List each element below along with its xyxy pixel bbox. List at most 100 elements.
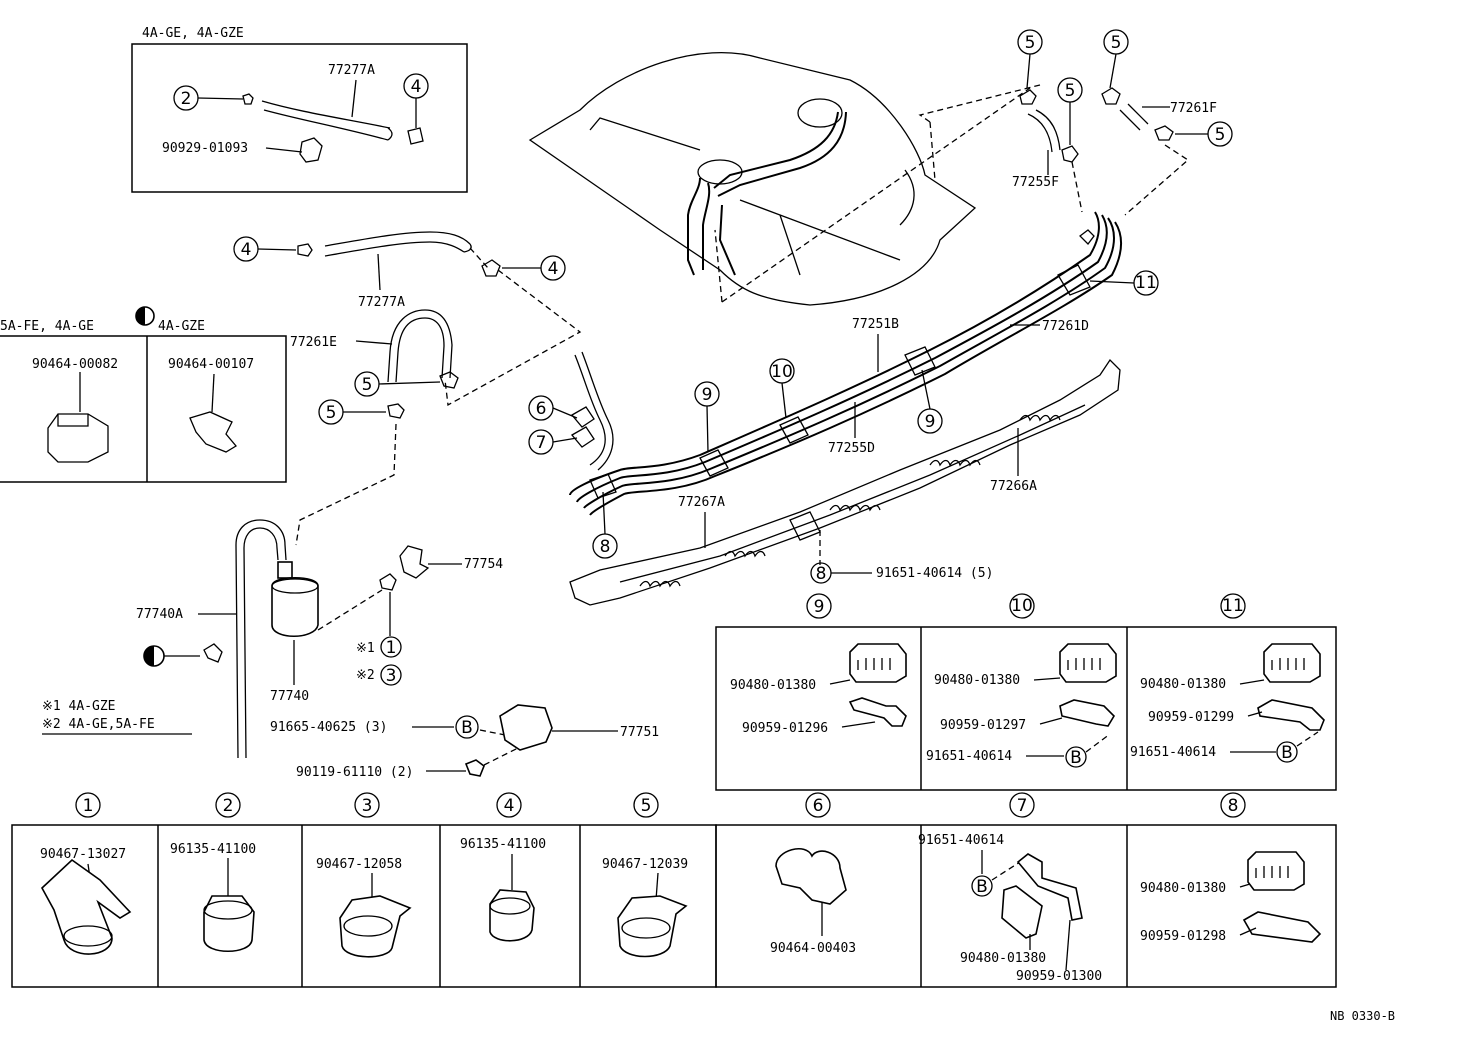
box-8: 8 90480-01380 90959-01298 (1140, 792, 1322, 944)
callout-4-b: 4 (502, 255, 566, 281)
band-clip-icon (299, 137, 323, 163)
tube-255d-label: 77255D (828, 441, 875, 456)
tube-protector (569, 358, 1121, 606)
clip-icon (203, 643, 223, 663)
box-5: 5 90467-12039 (602, 792, 688, 958)
left-clip-box: 5A-FE, 4A-GE 4A-GZE 90464-00082 90464-00… (0, 306, 287, 483)
svg-text:7: 7 (1017, 796, 1028, 816)
svg-text:5: 5 (1065, 81, 1076, 101)
note-1: ※1 4A-GZE (42, 699, 116, 714)
clamp-10 (779, 416, 809, 444)
svg-text:5: 5 (1025, 33, 1036, 53)
hose-upper-label: 77277A (358, 295, 405, 310)
spring-clamp-icon (489, 889, 535, 942)
box-9: 9 90480-01380 90959-01296 (730, 593, 907, 736)
bracket-icon (1016, 853, 1083, 921)
bracket-icon (499, 704, 553, 751)
note-2: ※2 4A-GE,5A-FE (42, 717, 155, 732)
svg-text:90480-01380: 90480-01380 (1140, 677, 1226, 692)
callout-3: 3 (380, 664, 402, 686)
bolt-b-label: 91665-40625 (3) (270, 720, 387, 735)
svg-text:9: 9 (925, 412, 936, 432)
hose-754-icon (399, 545, 430, 579)
svg-text:90959-01299: 90959-01299 (1148, 710, 1234, 725)
header-box-title: 4A-GE, 4A-GZE (142, 26, 244, 41)
svg-text:4: 4 (241, 240, 252, 260)
bracket-assembly: 91665-40625 (3) B 77751 90119-61110 (2) (270, 704, 659, 780)
mark1-label: ※1 (356, 641, 375, 656)
right-boxes: 9 90480-01380 90959-01296 10 90480-01380… (715, 593, 1337, 791)
hose-header-top (261, 100, 391, 129)
svg-text:B: B (461, 718, 473, 738)
callout-8-b: 8 (810, 562, 872, 584)
pipe-740a-label: 77740A (136, 607, 183, 622)
mark2-label: ※2 (356, 668, 375, 683)
footer-code: NB 0330-B (1330, 1009, 1395, 1023)
callout-5-e: 5 (354, 371, 441, 397)
double-clip-icon (775, 847, 847, 905)
svg-text:91651-40614: 91651-40614 (918, 833, 1004, 848)
svg-text:6: 6 (813, 796, 824, 816)
hose-f-label: 77261F (1170, 101, 1217, 116)
svg-text:7: 7 (536, 433, 547, 453)
callout-4-header: 4 (403, 73, 429, 128)
box-2: 2 96135-41100 (170, 792, 256, 952)
bracket-icon (1059, 699, 1116, 727)
protector-267a-label: 77267A (678, 495, 725, 510)
bracket-icon (1242, 911, 1322, 943)
clamp-11 (1057, 264, 1091, 296)
box-1: 1 90467-13027 (40, 792, 132, 955)
box-10: 10 90480-01380 90959-01297 91651-40614 B (926, 593, 1117, 768)
tube-261d-label: 77261D (1042, 319, 1089, 334)
bracket-label: 77751 (620, 725, 659, 740)
svg-text:90467-12058: 90467-12058 (316, 857, 402, 872)
clip-icon (1059, 643, 1117, 683)
callout-10: 10 (769, 358, 795, 419)
clamp-9-left (699, 449, 729, 477)
fuel-tank (528, 52, 1041, 306)
callout-9-left: 9 (694, 381, 720, 453)
clamp-icon (1019, 89, 1037, 105)
svg-text:5: 5 (1111, 33, 1122, 53)
bolt-8-label: 91651-40614 (5) (876, 566, 993, 581)
svg-text:B: B (1070, 748, 1082, 768)
svg-text:5: 5 (641, 796, 652, 816)
callout-5-d: 5 (1175, 121, 1233, 147)
clip-icon (242, 93, 254, 105)
band-clamp-icon (41, 858, 132, 955)
left-box-title-right: 4A-GZE (158, 319, 205, 334)
svg-text:90480-01380: 90480-01380 (1140, 881, 1226, 896)
nut-icon (464, 759, 485, 777)
callout-11: 11 (1089, 270, 1159, 296)
band-clamp-icon (339, 895, 412, 958)
box-11: 11 90480-01380 90959-01299 91651-40614 B (1130, 593, 1325, 763)
bolt-b-callout: B (455, 715, 479, 739)
callout-6: 6 (528, 395, 578, 421)
clamp-8 (589, 473, 617, 499)
protector-266a-label: 77266A (990, 479, 1037, 494)
box-4: 4 96135-41100 (460, 792, 546, 942)
main-tube-assembly (444, 211, 1122, 516)
svg-text:6: 6 (536, 399, 547, 419)
clip-icon (47, 413, 109, 463)
svg-text:90959-01296: 90959-01296 (742, 721, 828, 736)
left-box-frame (0, 335, 287, 483)
canister-label: 77740 (270, 689, 309, 704)
svg-text:2: 2 (223, 796, 234, 816)
band-clamp-icon (617, 895, 688, 958)
clip-icon (1263, 643, 1321, 683)
svg-text:90959-01298: 90959-01298 (1140, 929, 1226, 944)
hose-255f-label: 77255F (1012, 175, 1059, 190)
callout-5-f: 5 (318, 399, 386, 425)
svg-text:9: 9 (814, 597, 825, 617)
svg-text:5: 5 (326, 403, 337, 423)
svg-text:90480-01380: 90480-01380 (934, 673, 1020, 688)
svg-text:8: 8 (816, 564, 827, 584)
header-hose-label: 77277A (328, 63, 375, 78)
bottom-boxes: 1 90467-13027 2 96135-41100 3 90467-1205… (11, 792, 1337, 988)
hose-e: 5 5 (295, 309, 459, 546)
hose-e-label: 77261E (290, 335, 337, 350)
header-box: 4A-GE, 4A-GZE 2 77277A 4 90929-01093 (131, 26, 468, 193)
callout-1: 1 (380, 636, 402, 658)
